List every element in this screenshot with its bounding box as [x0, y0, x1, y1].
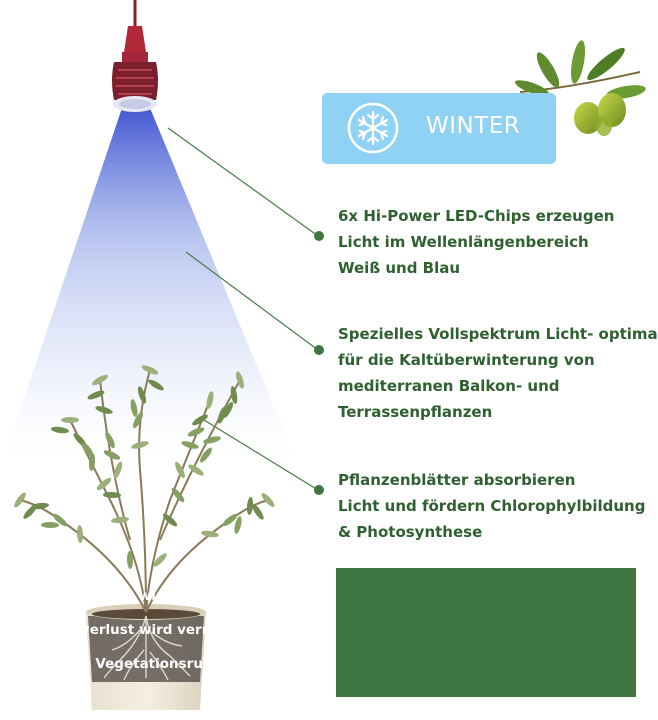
- olive-leaf: [217, 406, 227, 424]
- olive-leaf: [175, 461, 185, 479]
- olive-leaf: [236, 371, 244, 389]
- olive-leaf: [201, 530, 219, 538]
- feature-line: mediterranen Balkon- und: [338, 377, 560, 395]
- benefit-label: Ideale Vegetationsruhe: [44, 656, 222, 672]
- olive-leaf: [187, 427, 205, 437]
- olive-leaf: [41, 521, 59, 529]
- olive-leaf: [92, 374, 108, 386]
- olive-leaf: [192, 414, 208, 426]
- leaf-icon: [20, 622, 35, 639]
- olive-leaf: [113, 461, 123, 479]
- olive-branch: [514, 40, 646, 136]
- olive-leaf: [181, 441, 199, 449]
- olive-leaf: [76, 525, 84, 543]
- olive-leaf: [222, 513, 238, 527]
- leaf-icon: [20, 656, 35, 673]
- olive-leaf: [162, 513, 178, 527]
- olive-leaf: [88, 453, 96, 471]
- feature-line: für die Kaltüberwinterung von: [338, 351, 595, 369]
- olive-leaf: [252, 504, 264, 520]
- olive-leaf: [52, 513, 68, 527]
- feature-line: Licht im Wellenlängenbereich: [338, 233, 589, 251]
- olive-leaf: [51, 426, 69, 434]
- feature-line: 6x Hi-Power LED-Chips erzeugen: [338, 207, 615, 225]
- feature-line: & Photosynthese: [338, 523, 483, 541]
- olive-leaf: [23, 505, 37, 519]
- olive-tree: [14, 365, 275, 613]
- benefit-item: Wurzelwerk wird erhalten: [18, 585, 241, 607]
- olive-leaf: [61, 417, 79, 423]
- olive-leaf: [222, 401, 234, 419]
- olive-leaf: [14, 492, 26, 508]
- olive-leaf: [203, 436, 221, 444]
- olive-leaf: [133, 411, 143, 429]
- season-label: WINTER: [426, 113, 521, 139]
- olive-leaf: [148, 379, 164, 391]
- olive-leaf: [96, 477, 112, 491]
- feature-line: Licht und fördern Chlorophylbildung: [338, 497, 646, 515]
- light-beam: [0, 108, 300, 470]
- benefit-item: Ideale Vegetationsruhe: [18, 653, 222, 675]
- benefit-item: Blattverlust wird vermieden: [18, 619, 258, 641]
- olive-leaf: [103, 491, 121, 499]
- feature-line: Weiß und Blau: [338, 259, 461, 277]
- feature-led-chips: 6x Hi-Power LED-Chips erzeugen Licht im …: [338, 203, 658, 281]
- benefit-label: Blattverlust wird vermieden: [44, 622, 258, 638]
- olive-leaf: [103, 450, 121, 460]
- olive-leaf: [111, 516, 129, 524]
- feature-line: Pflanzenblätter absorbieren: [338, 471, 576, 489]
- flower-pot: [86, 604, 206, 710]
- olive-leaf: [137, 386, 147, 404]
- olive-leaf: [230, 386, 238, 404]
- olive-leaf: [261, 493, 275, 507]
- olive-leaf: [171, 487, 185, 503]
- callout-lines: [167, 127, 319, 491]
- feature-line: Terrassenpflanzen: [338, 403, 493, 421]
- olive-leaf: [234, 516, 242, 534]
- benefit-label: Wurzelwerk wird erhalten: [44, 588, 242, 604]
- olive-leaf: [206, 391, 214, 409]
- olive-leaf: [188, 464, 204, 476]
- olive-leaf: [200, 447, 212, 463]
- olive-leaf: [246, 497, 254, 515]
- snowflake-icon: [347, 102, 399, 154]
- olive-leaf: [105, 431, 115, 449]
- benefits-panel: [336, 568, 636, 697]
- callout-dots: [314, 231, 324, 495]
- grow-lamp: [112, 0, 158, 112]
- olive-leaf: [141, 365, 159, 375]
- olive-leaf: [153, 553, 167, 567]
- olive-leaf: [131, 441, 149, 449]
- olive-leaf: [95, 406, 113, 414]
- season-badge: WINTER: [322, 93, 556, 164]
- olive-leaf: [130, 399, 138, 417]
- leaf-icon: [20, 588, 35, 605]
- feature-photosynthesis: Pflanzenblätter absorbieren Licht und fö…: [338, 467, 658, 545]
- olive-leaf: [87, 390, 105, 400]
- feature-full-spectrum: Spezielles Vollspektrum Licht- optimal f…: [338, 321, 658, 425]
- olive-leaf: [126, 551, 134, 569]
- feature-line: Spezielles Vollspektrum Licht- optimal: [338, 325, 658, 343]
- olive-leaf: [82, 442, 94, 458]
